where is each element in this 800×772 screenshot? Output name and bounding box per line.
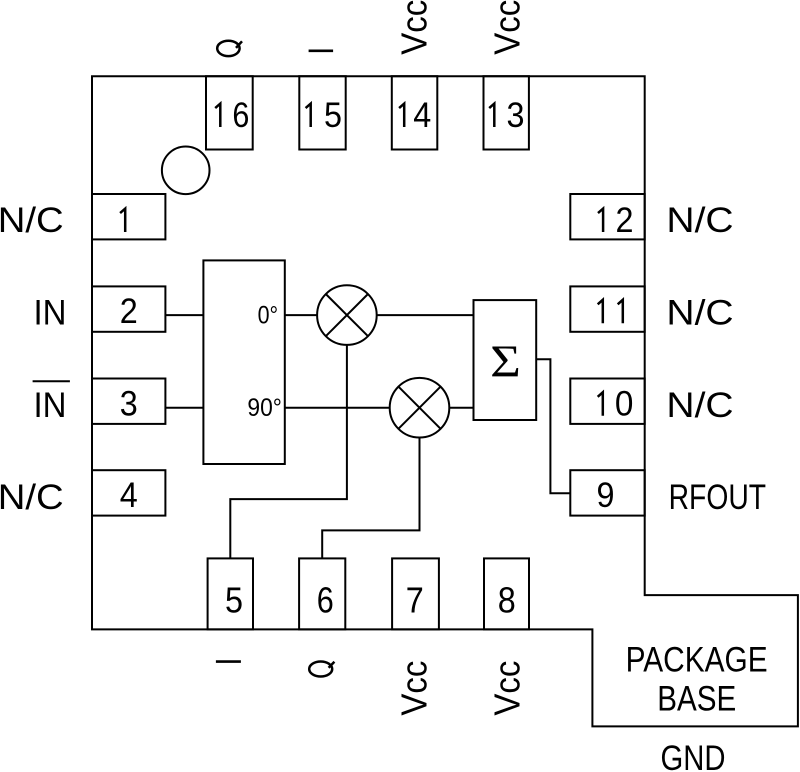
svg-text:7: 7 <box>406 580 424 621</box>
svg-text:IN: IN <box>34 294 67 333</box>
svg-text:PACKAGE: PACKAGE <box>626 640 768 679</box>
svg-text:5: 5 <box>324 96 342 135</box>
svg-text:GND: GND <box>661 739 726 772</box>
svg-text:3: 3 <box>120 385 138 424</box>
svg-text:6: 6 <box>232 96 249 135</box>
svg-text:IN: IN <box>34 386 67 425</box>
svg-text:N/C: N/C <box>666 201 733 240</box>
svg-text:Vcc: Vcc <box>487 0 528 55</box>
svg-text:N/C: N/C <box>666 386 733 425</box>
svg-text:9: 9 <box>597 476 615 515</box>
svg-text:6: 6 <box>317 580 334 621</box>
svg-text:2: 2 <box>616 201 634 240</box>
svg-text:3: 3 <box>507 96 525 135</box>
svg-text:N/C: N/C <box>666 294 733 333</box>
svg-text:N/C: N/C <box>0 478 64 517</box>
svg-text:RFOUT: RFOUT <box>669 478 767 517</box>
svg-text:Vcc: Vcc <box>394 0 435 55</box>
svg-text:0°: 0° <box>258 302 279 330</box>
svg-text:0: 0 <box>615 385 634 424</box>
svg-text:2: 2 <box>120 292 138 331</box>
svg-text:N/C: N/C <box>0 201 64 240</box>
svg-text:Σ: Σ <box>490 336 521 387</box>
svg-text:4: 4 <box>413 96 431 135</box>
svg-text:90°: 90° <box>247 394 282 422</box>
svg-text:4: 4 <box>120 476 138 515</box>
svg-text:BASE: BASE <box>657 679 736 718</box>
svg-text:Vcc: Vcc <box>394 661 435 716</box>
svg-text:8: 8 <box>498 580 516 621</box>
svg-text:5: 5 <box>225 580 243 621</box>
svg-text:Vcc: Vcc <box>487 661 528 716</box>
